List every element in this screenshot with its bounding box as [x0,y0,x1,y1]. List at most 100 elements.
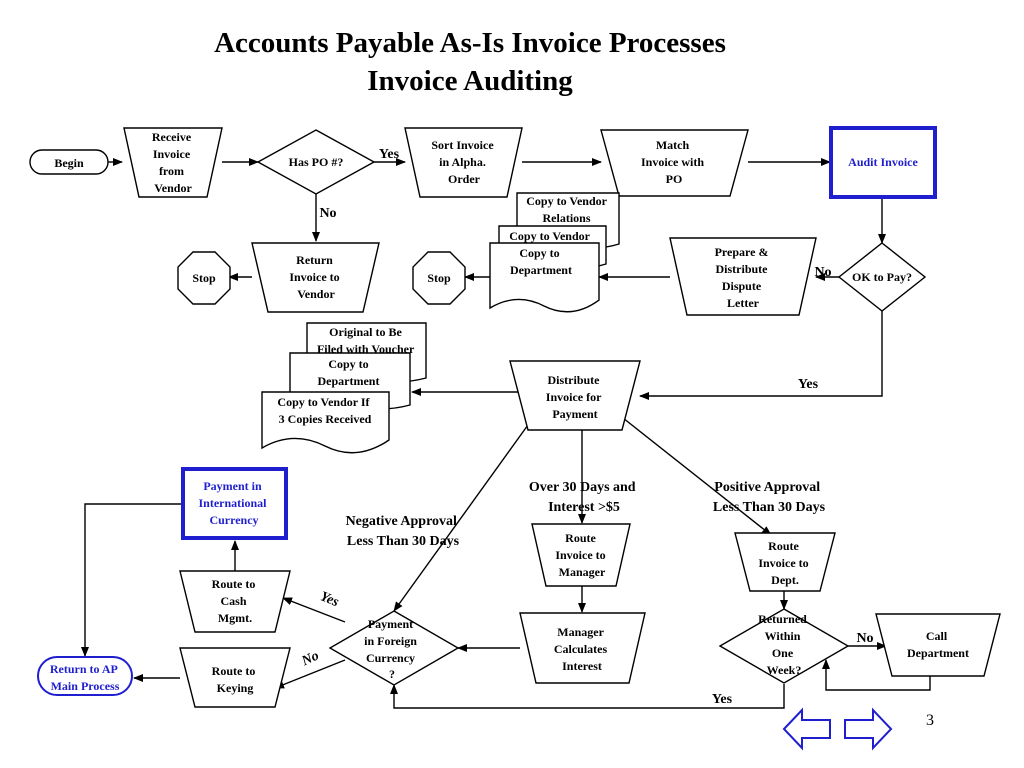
return-invoice-line-3: Vendor [297,287,335,301]
route-keying-line-2: Keying [217,681,254,695]
begin-node: Begin [29,149,109,175]
svg-text:Call Department: Call Department [907,629,969,660]
edge-labels: Yes No No Yes Over 30 Days and Interest … [299,147,874,707]
slide-title: Accounts Payable As-Is Invoice Processes [214,27,726,59]
route-dept-line-3: Dept. [771,573,799,587]
prepare-dispute-node: Prepare & Distribute Dispute Letter [669,237,817,316]
svg-text:Match Invoice with: Match Invoice with PO [641,138,707,186]
svg-text:Returned Within: Returned Within One Week? [758,612,810,677]
receive-invoice-line-1: Receive [152,130,192,144]
svg-text:Has PO #?: Has PO #? [289,155,344,169]
svg-text:Return Invoice to: Return Invoice to Vendor [289,253,342,301]
stop-2-label: Stop [427,271,451,285]
edge-call-returned [822,659,931,691]
label-has-po-no: No [319,206,336,221]
doc-copy-vendor-if-line-1: Copy to Vendor If [277,395,370,409]
payment-documents: Original to Be Filed with Voucher Copy t… [261,322,427,454]
distribute-invoice-node: Distribute Invoice for Payment [509,360,641,431]
ok-to-pay-decision: OK to Pay? [837,242,927,312]
match-invoice-node: Match Invoice with PO [600,129,749,197]
payment-international-line-2: International [198,496,267,510]
audit-invoice-label: Audit Invoice [848,155,918,169]
svg-text:Return to AP Main Pr: Return to AP Main Process [50,662,120,693]
stop-2-node: Stop [412,251,466,305]
returned-within-line-4: Week? [767,663,802,677]
sort-invoice-line-3: Order [448,172,481,186]
payment-foreign-line-3: Currency [366,651,415,665]
sort-invoice-line-2: in Alpha. [439,155,486,169]
route-keying-node: Route to Keying [179,647,291,708]
match-invoice-line-3: PO [666,172,683,186]
label-negative-line-1: Negative Approval [346,514,457,529]
manager-calculates-line-2: Calculates [554,642,608,656]
svg-text:Negative Approval Less: Negative Approval Less Than 30 Days [346,514,461,549]
return-invoice-line-2: Invoice to [289,270,339,284]
route-manager-line-1: Route [565,531,596,545]
stop-1-node: Stop [177,251,231,305]
return-invoice-line-1: Return [296,253,333,267]
manager-calculates-line-1: Manager [557,625,604,639]
svg-text:OK to Pay?: OK to Pay? [852,270,912,284]
prepare-dispute-line-1: Prepare & [715,245,769,259]
label-over-30-line-2: Interest >$5 [548,500,620,515]
doc-copy-department [489,242,600,313]
doc-copy-department-line-1: Copy to [519,246,559,260]
route-manager-line-3: Manager [559,565,606,579]
label-ok-no: No [814,265,831,280]
svg-text:Audit Invoice: Audit Invoice [848,155,918,169]
call-department-node: Call Department [875,613,1001,677]
svg-text:Payment in Internati: Payment in International Currency [198,479,269,527]
returned-within-line-2: Within [765,629,801,643]
route-cash-line-3: Mgmt. [218,611,252,625]
doc-copy-vendor-if [261,391,390,454]
slide-subtitle: Invoice Auditing [367,65,573,97]
svg-text:Stop: Stop [427,271,451,285]
match-invoice-line-1: Match [656,138,690,152]
edge-foreign-cash [282,597,346,623]
sort-invoice-node: Sort Invoice in Alpha. Order [404,127,523,198]
next-arrow-icon[interactable] [844,707,893,751]
route-manager-node: Route Invoice to Manager [531,523,631,587]
receive-invoice-node: Receive Invoice from Vendor [123,127,223,198]
return-invoice-node: Return Invoice to Vendor [251,242,380,313]
svg-text:Prepare & Distribute: Prepare & Distribute Dispute Letter [715,245,772,310]
ok-to-pay-label: OK to Pay? [852,270,912,284]
page-number: 3 [926,712,934,729]
sort-invoice-line-1: Sort Invoice [431,138,494,152]
route-dept-line-1: Route [768,539,799,553]
prepare-dispute-line-2: Distribute [716,262,769,276]
edge-distribute-dept [622,417,772,536]
label-returned-no: No [856,631,873,646]
svg-text:Route Invoice to: Route Invoice to Dept. [758,539,811,587]
payment-foreign-decision: Payment in Foreign Currency ? [328,610,460,686]
payment-international-line-1: Payment in [203,479,262,493]
doc-copy-dept-2-line-1: Copy to [328,357,368,371]
svg-text:Route to Keying: Route to Keying [212,664,259,695]
connectors [81,158,931,709]
previous-arrow-icon[interactable] [782,707,831,751]
doc-original-line-1: Original to Be [329,325,402,339]
returned-within-decision: Returned Within One Week? [718,608,850,684]
svg-text:Route Invoice to: Route Invoice to Manager [555,531,608,579]
route-cash-line-1: Route to [212,577,256,591]
label-foreign-yes: Yes [318,589,341,610]
label-ok-yes: Yes [798,377,819,392]
label-foreign-no: No [299,648,322,669]
returned-within-line-3: One [772,646,794,660]
manager-calculates-line-3: Interest [562,659,602,673]
return-ap-line-1: Return to AP [50,662,118,676]
label-positive-line-2: Less Than 30 Days [713,500,826,515]
label-positive-line-1: Positive Approval [714,480,820,495]
doc-vendor-relations-line-2: Relations [543,211,591,225]
match-invoice-line-2: Invoice with [641,155,704,169]
edge-distribute-foreign [393,417,534,612]
has-po-decision: Has PO #? [256,129,376,195]
svg-text:Positive Approval Less: Positive Approval Less Than 30 Days [713,480,826,515]
label-returned-yes: Yes [712,692,733,707]
receive-invoice-line-4: Vendor [154,181,192,195]
distribute-invoice-line-3: Payment [552,407,597,421]
audit-invoice-node: Audit Invoice [829,126,937,199]
payment-foreign-line-4: ? [389,667,395,681]
